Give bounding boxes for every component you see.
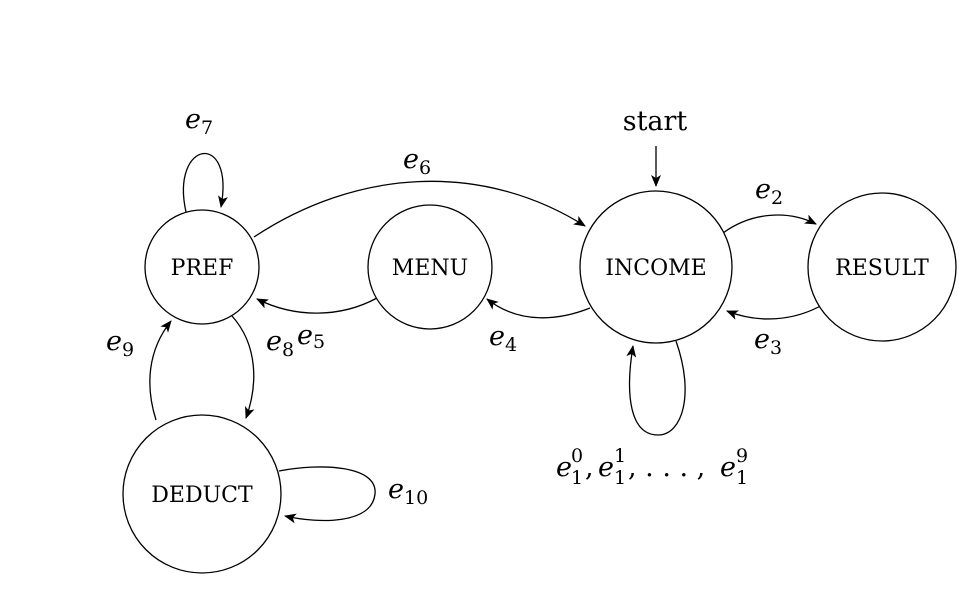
edge-e8-pref-to-deduct — [231, 315, 255, 419]
edge-label-e3: e3 — [754, 324, 782, 359]
edge-label-e7-sub: 7 — [201, 117, 213, 139]
edge-label-e1-1-sup: 1 — [614, 445, 626, 467]
edge-label-e6-sub: 6 — [419, 157, 431, 179]
edge-e4-income-to-menu — [486, 298, 591, 319]
node-income-label: INCOME — [605, 256, 706, 281]
edge-e9-deduct-to-pref — [149, 320, 172, 421]
edge-e3-result-to-income — [726, 303, 825, 320]
edge-e6-pref-to-income — [253, 180, 586, 238]
edge-label-e5-base: e — [297, 320, 313, 351]
edge-e1-income-self-loop — [626, 340, 686, 436]
node-deduct-label: DEDUCT — [151, 483, 253, 508]
edge-label-e8-sub: 8 — [282, 339, 294, 361]
edge-label-e6: e6 — [403, 144, 431, 179]
edge-label-e1-1-sub: 1 — [614, 467, 626, 489]
edge-label-e1-9: e — [720, 452, 736, 483]
edge-label-e7-base: e — [185, 104, 201, 135]
edge-label-e2-base: e — [755, 174, 771, 205]
edge-label-e1-9-base: e — [720, 452, 736, 483]
edge-label-e10-sub: 10 — [404, 487, 428, 509]
edge-label-e3-base: e — [754, 324, 770, 355]
edge-e10-deduct-self-loop — [278, 466, 376, 524]
edge-label-e1-0-base: e — [556, 452, 572, 483]
edge-label-e4-sub: 4 — [505, 334, 517, 356]
edge-label-e2-sub: 2 — [771, 187, 783, 209]
node-menu: MENU — [367, 204, 493, 330]
edge-label-e10-base: e — [388, 474, 404, 505]
edge-label-e4: e4 — [489, 321, 517, 356]
edge-label-e5: e5 — [297, 320, 325, 353]
edge-label-e8-base: e — [266, 326, 282, 357]
edge-label-e1-9-sup: 9 — [736, 445, 748, 467]
edge-label-e10: e10 — [388, 474, 428, 509]
edge-label-e9-base: e — [106, 326, 122, 357]
edge-e2-income-to-result — [722, 214, 817, 234]
start-label: start — [623, 106, 688, 137]
edge-label-e1-0: e — [556, 452, 572, 483]
edge-label-e9-sub: 9 — [122, 339, 134, 361]
edge-label-e4-base: e — [489, 321, 505, 352]
edge-label-e6-base: e — [403, 144, 419, 175]
edge-label-e9: e9 — [106, 326, 134, 361]
edge-label-e1-sep1: , — [585, 452, 594, 483]
edge-e5-menu-to-pref — [256, 297, 378, 314]
node-menu-label: MENU — [392, 256, 468, 281]
node-deduct: DEDUCT — [122, 414, 282, 574]
edge-label-e2: e2 — [755, 174, 783, 209]
edge-label-e1-loop: e 0 1 , e 1 1 , . . . , e 9 1 — [556, 445, 748, 489]
edge-label-e1-0-sup: 0 — [571, 445, 583, 467]
edge-label-e3-sub: 3 — [770, 337, 782, 359]
edge-label-e8: e8 — [266, 326, 294, 361]
node-pref-label: PREF — [171, 256, 234, 281]
node-pref: PREF — [144, 209, 260, 325]
edge-label-e7: e7 — [185, 104, 213, 139]
edge-label-e1-ellipsis: , . . . , — [628, 452, 705, 483]
node-result: RESULT — [807, 192, 957, 342]
edge-label-e1-1: e — [598, 452, 614, 483]
edge-label-e1-1-base: e — [598, 452, 614, 483]
node-income: INCOME — [579, 190, 733, 344]
edge-label-e1-0-sub: 1 — [571, 467, 583, 489]
edge-e7-pref-self-loop — [182, 152, 228, 213]
edge-label-e1-9-sub: 1 — [736, 467, 748, 489]
edge-label-e5-sub: 5 — [313, 331, 325, 353]
node-result-label: RESULT — [835, 256, 929, 281]
